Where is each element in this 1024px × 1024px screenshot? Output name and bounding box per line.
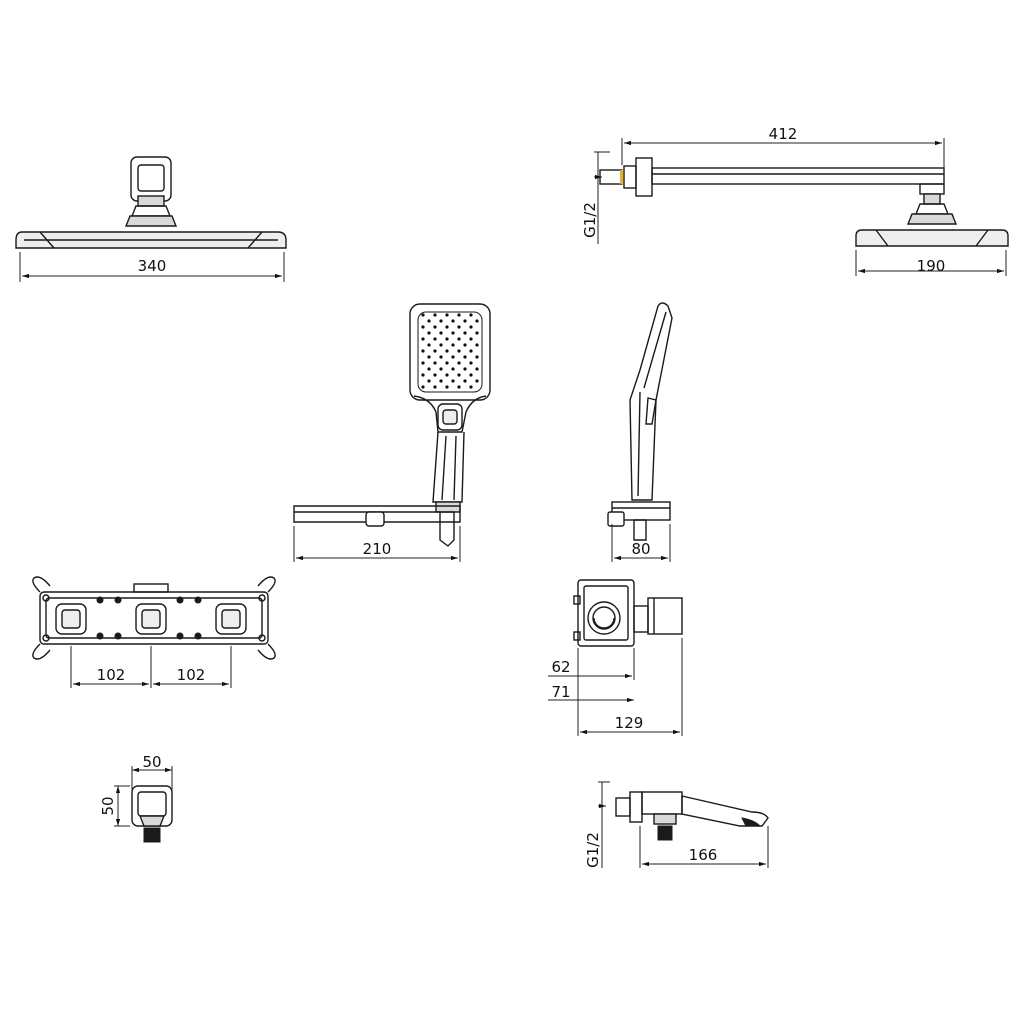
spout-body <box>681 795 769 827</box>
neck-collar <box>130 205 172 217</box>
hose-connector <box>439 511 455 547</box>
hand-shower-neck <box>413 395 487 433</box>
dim-outlet-height: 50 <box>99 796 117 815</box>
wall-outlet-elbow: 50 50 <box>99 753 173 843</box>
arm-tube <box>651 167 945 185</box>
corner-lug-top-right <box>257 576 276 593</box>
shower-arm-side-view: 412 G1/2 190 <box>581 125 1009 276</box>
dim-holder-depth: 80 <box>631 540 650 558</box>
dim-valve-depth-max: 129 <box>615 714 644 732</box>
bath-spout-side-view: G1/2 166 <box>584 781 769 868</box>
dim-valve-depth-min: 62 <box>551 658 570 676</box>
neck-connector <box>137 195 165 207</box>
valve-housing-outer <box>39 591 269 645</box>
wall-thread-marker <box>620 170 623 184</box>
mounting-bracket-icon <box>130 156 172 202</box>
valve-cartridge-right-icon <box>215 603 247 635</box>
dim-valve-depth-mid: 71 <box>551 683 570 701</box>
dim-shower-head-width: 340 <box>138 257 167 275</box>
valve-cartridge-left-icon <box>55 603 87 635</box>
hand-shower-handle <box>432 431 465 503</box>
dim-arm-thread: G1/2 <box>581 202 599 238</box>
wall-thread-stub <box>599 169 623 185</box>
overhead-shower-front-view: 340 <box>15 156 287 282</box>
flange-plate <box>635 157 653 197</box>
outlet-threaded-stub <box>143 827 161 843</box>
shower-holder-bar <box>293 505 461 523</box>
mounting-bracket-inner <box>137 164 165 192</box>
corner-lug-bottom-left <box>32 643 51 660</box>
hand-shower-side-view: 80 <box>607 302 673 562</box>
valve-side-housing <box>577 579 635 647</box>
wall-flange <box>623 165 637 189</box>
arm-end-cap <box>919 183 945 195</box>
spout-wall-plate <box>629 791 643 823</box>
corner-lug-bottom-right <box>257 643 276 660</box>
dim-spout-thread: G1/2 <box>584 832 602 868</box>
spray-nozzle-grid-icon <box>417 311 483 393</box>
dim-valve-spacing-right: 102 <box>177 666 206 684</box>
valve-body-front-view: 102 102 <box>32 576 276 688</box>
valve-housing-inner <box>45 597 263 639</box>
hand-shower-side-profile <box>629 302 673 501</box>
holder-side-clip-icon <box>607 511 625 527</box>
valve-body-side-view: 62 71 129 <box>548 579 683 736</box>
spout-threaded-connector <box>657 825 673 841</box>
neck-base <box>124 215 178 227</box>
dim-hand-shower-width: 210 <box>363 540 392 558</box>
hand-shower-front-view: 210 <box>293 303 491 562</box>
holder-clip-icon <box>365 511 385 527</box>
dim-outlet-width: 50 <box>142 753 161 771</box>
hand-shower-face <box>409 303 491 401</box>
valve-top-tab <box>133 583 169 593</box>
arm-shower-head-plate <box>855 229 1009 247</box>
dim-head-depth: 190 <box>917 257 946 275</box>
dim-arm-length: 412 <box>769 125 798 143</box>
spout-wall-stub <box>615 797 631 817</box>
valve-side-handle <box>647 597 683 635</box>
valve-side-spindle <box>633 605 649 633</box>
arm-drop <box>923 193 941 205</box>
corner-lug-top-left <box>32 576 51 593</box>
dim-valve-spacing-left: 102 <box>97 666 126 684</box>
valve-cartridge-center-icon <box>135 603 167 635</box>
valve-side-port-icon <box>587 601 621 635</box>
dim-spout-length: 166 <box>689 846 718 864</box>
